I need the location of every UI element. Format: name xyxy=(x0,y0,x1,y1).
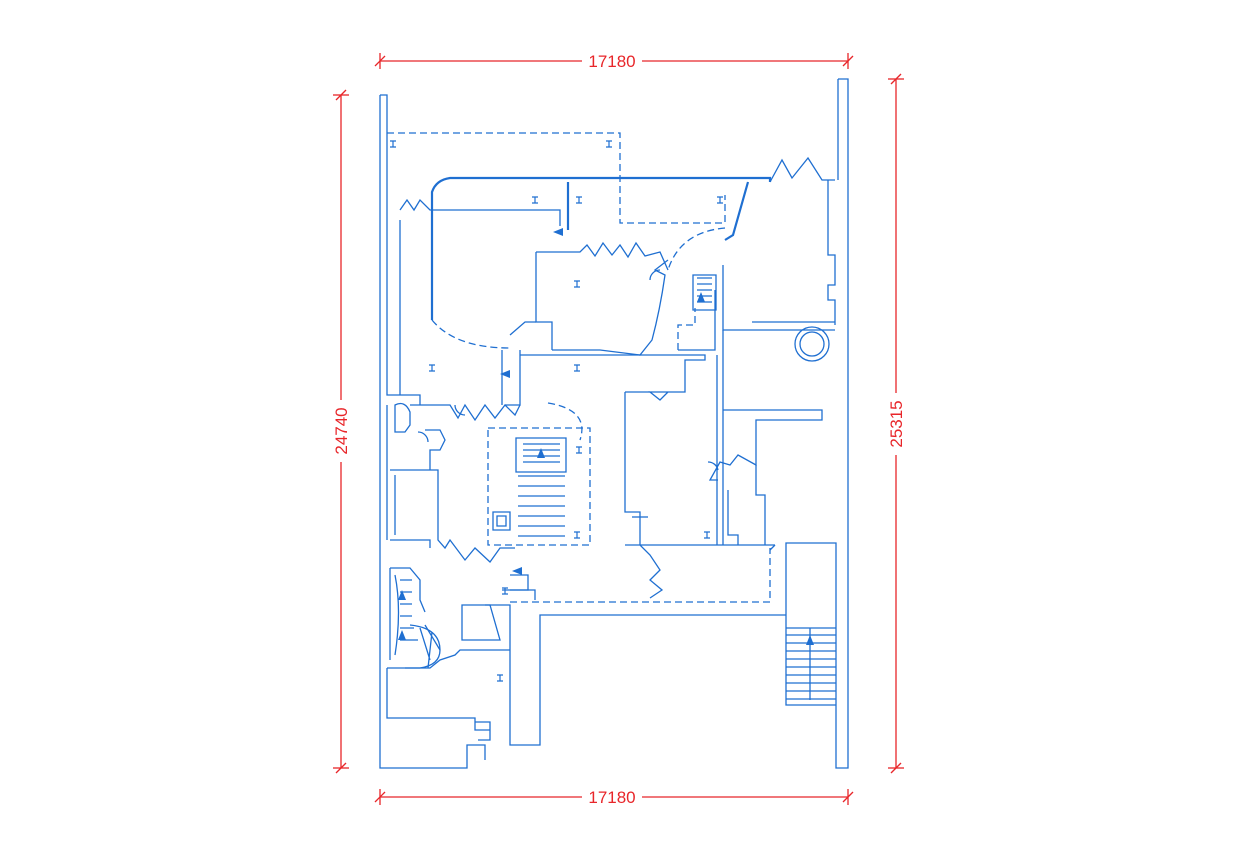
site-boundary xyxy=(379,78,849,769)
spiral-stair-annex xyxy=(386,567,536,746)
direction-arrows xyxy=(398,228,814,645)
door-swings xyxy=(417,269,719,471)
dimension-right-label: 25315 xyxy=(887,400,906,447)
dimension-left-label: 24740 xyxy=(332,407,351,454)
upper-dashed-outline xyxy=(387,132,771,603)
upper-terrace-wall xyxy=(430,176,772,320)
south-east-terrace xyxy=(625,544,836,700)
dimension-bottom-label: 17180 xyxy=(588,788,635,807)
south-west-rooms xyxy=(386,402,567,563)
floor-plan xyxy=(379,78,849,769)
room-markers xyxy=(390,140,723,682)
central-block xyxy=(386,185,717,406)
north-east-wing xyxy=(716,156,836,545)
dimension-top-label: 17180 xyxy=(588,52,635,71)
central-right-rooms xyxy=(520,354,823,546)
